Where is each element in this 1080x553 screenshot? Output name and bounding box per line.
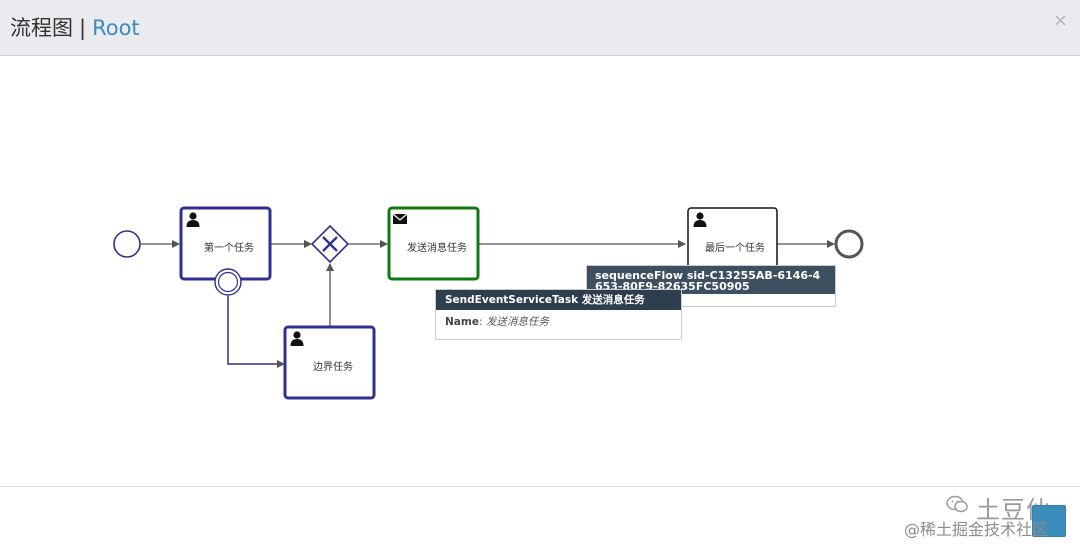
tooltip-name-key: Name (445, 316, 479, 328)
modal-title: 流程图|Root (10, 15, 140, 41)
send-task-tooltip-title: SendEventServiceTask 发送消息任务 (436, 290, 681, 310)
task-boundary-label: 边界任务 (313, 360, 353, 373)
modal-footer: 土豆仙 @稀土掘金技术社区 (0, 486, 1080, 553)
send-task-tooltip: SendEventServiceTask 发送消息任务 Name: 发送消息任务 (435, 289, 682, 340)
end-event[interactable] (834, 229, 864, 259)
task-last-label: 最后一个任务 (705, 241, 765, 254)
wechat-icon (946, 495, 968, 513)
boundary-event[interactable] (214, 268, 242, 296)
footer-button[interactable] (1032, 505, 1066, 537)
task-boundary[interactable]: 边界任务 (283, 325, 376, 400)
process-diagram-canvas: 第一个任务 边界任务 发送消息任务 (0, 57, 1080, 485)
envelope-icon (392, 213, 408, 224)
start-event[interactable] (113, 230, 141, 258)
title-prefix: 流程图 (10, 16, 73, 40)
process-diagram: 第一个任务 边界任务 发送消息任务 (113, 206, 864, 400)
tooltip-name-value: 发送消息任务 (485, 316, 549, 328)
user-icon (693, 212, 707, 227)
task-first[interactable]: 第一个任务 (179, 206, 272, 281)
title-separator: | (79, 16, 87, 40)
user-icon (186, 212, 200, 227)
modal-header: 流程图|Root × (0, 0, 1080, 56)
user-icon (290, 331, 304, 346)
watermark-sub: @稀土掘金技术社区 (904, 520, 1049, 539)
task-first-label: 第一个任务 (204, 241, 254, 254)
exclusive-gateway[interactable] (310, 224, 350, 264)
task-send-label: 发送消息任务 (407, 241, 467, 254)
task-send[interactable]: 发送消息任务 (387, 206, 480, 281)
flow-boundary-event-to-boundary-task[interactable] (227, 296, 285, 368)
send-task-tooltip-body: Name: 发送消息任务 (445, 316, 549, 328)
close-button[interactable]: × (1052, 10, 1068, 31)
title-root: Root (92, 16, 140, 40)
